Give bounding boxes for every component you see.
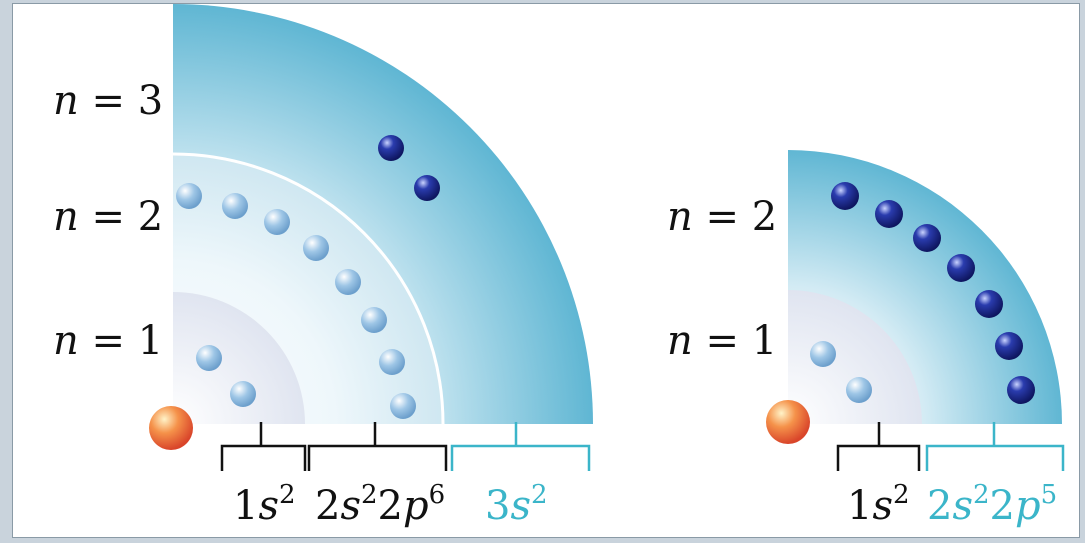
- left-bracket-1s: [222, 422, 305, 471]
- left-electron-2sp: [379, 349, 405, 375]
- left-electron-2sp: [303, 235, 329, 261]
- right-electron-2sp: [975, 290, 1003, 318]
- right-electron-2sp: [831, 182, 859, 210]
- right-config-2s2p: 2s22p5: [927, 480, 1057, 529]
- right-config-1s: 1s2: [847, 480, 910, 529]
- left-bracket-3s: [452, 422, 589, 471]
- right-bracket-1s: [838, 422, 919, 471]
- right-electron-1s: [810, 341, 836, 367]
- right-electron-2sp: [875, 200, 903, 228]
- left-electron-1s: [196, 345, 222, 371]
- left-electron-2sp: [361, 307, 387, 333]
- left-config-1s: 1s2: [233, 480, 296, 529]
- left-bracket-2sp: [309, 422, 446, 471]
- right-electron-2sp: [913, 224, 941, 252]
- right-nucleus: [766, 400, 810, 444]
- left-label-n3: n = 3: [53, 78, 163, 124]
- right-electron-2sp: [1007, 376, 1035, 404]
- left-config-2s2p: 2s22p6: [315, 480, 445, 529]
- left-electron-2sp: [222, 193, 248, 219]
- left-electron-2sp: [335, 269, 361, 295]
- right-bracket-2sp: [927, 422, 1063, 471]
- right-electron-2sp: [947, 254, 975, 282]
- electron-shell-diagram: n = 3 n = 2 n = 1 1s2 2s22p6 3s2 n = 2 n…: [13, 4, 1080, 538]
- left-electron-2sp: [390, 393, 416, 419]
- left-nucleus: [149, 406, 193, 450]
- left-label-n2: n = 2: [53, 194, 163, 240]
- right-electron-1s: [846, 377, 872, 403]
- left-electron-3s: [378, 135, 404, 161]
- right-atom: n = 2 n = 1 1s2 2s22p5: [667, 150, 1063, 529]
- right-electron-2sp: [995, 332, 1023, 360]
- right-label-n1: n = 1: [667, 318, 777, 364]
- right-label-n2: n = 2: [667, 194, 777, 240]
- left-electron-1s: [230, 381, 256, 407]
- left-electron-3s: [414, 175, 440, 201]
- left-label-n1: n = 1: [53, 318, 163, 364]
- left-electron-2sp: [176, 183, 202, 209]
- left-atom: n = 3 n = 2 n = 1 1s2 2s22p6 3s2: [53, 4, 593, 529]
- left-config-3s: 3s2: [485, 480, 548, 529]
- diagram-frame: n = 3 n = 2 n = 1 1s2 2s22p6 3s2 n = 2 n…: [12, 3, 1080, 538]
- left-electron-2sp: [264, 209, 290, 235]
